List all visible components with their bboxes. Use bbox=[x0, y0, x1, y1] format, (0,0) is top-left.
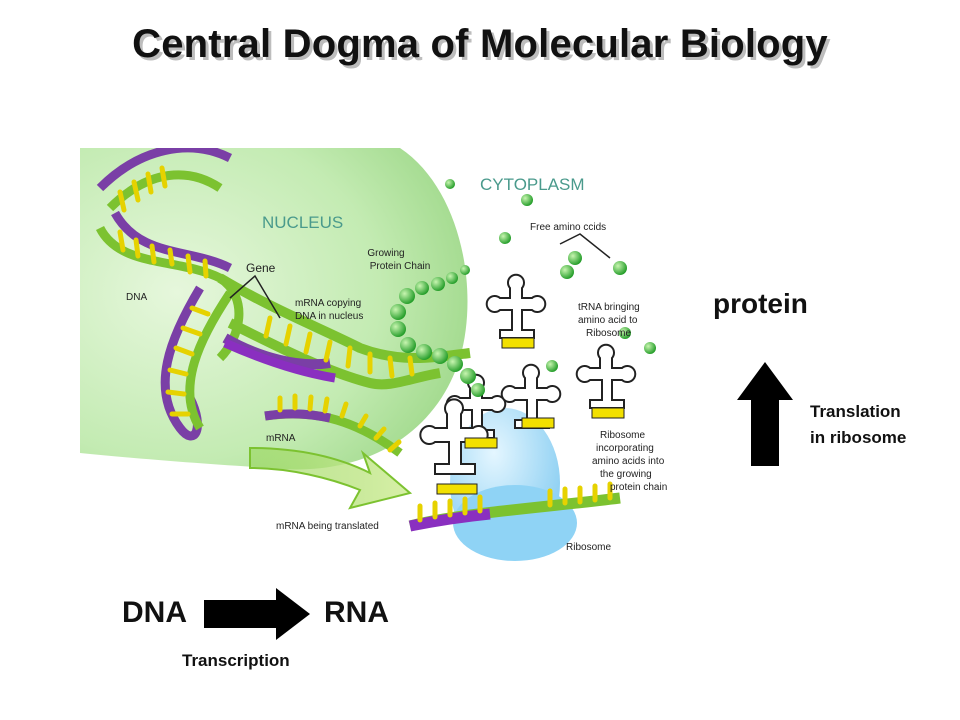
free-amino-label: Free amino ccids bbox=[530, 222, 606, 233]
mrna-translated-label: mRNA being translated bbox=[276, 521, 379, 532]
translation-label-2: in ribosome bbox=[810, 428, 907, 447]
ribosome-incorporating-label-1: Ribosome bbox=[600, 430, 645, 441]
cytoplasm-label: CYTOPLASM bbox=[480, 175, 585, 194]
ribosome-incorporating-label-5: protein chain bbox=[610, 482, 667, 493]
anticodon-bases bbox=[436, 337, 625, 495]
rna-flow-label: RNA bbox=[324, 596, 389, 629]
trna-label-1: tRNA bringing bbox=[578, 302, 640, 313]
transcription-label: Transcription bbox=[182, 651, 290, 670]
ribosome-label: Ribosome bbox=[566, 542, 611, 553]
mrna-translated bbox=[408, 481, 621, 532]
dna-flow-label: DNA bbox=[122, 596, 187, 629]
page-title: Central Dogma of Molecular Biology bbox=[132, 22, 828, 66]
protein-label: protein bbox=[713, 288, 808, 319]
ribosome-incorporating-label-3: amino acids into bbox=[592, 456, 665, 467]
trna-label-3: Ribosome bbox=[586, 328, 631, 339]
ribosome-incorporating-label-4: the growing bbox=[600, 469, 652, 480]
mrna-copy-label-2: DNA in nucleus bbox=[295, 311, 363, 322]
ribosome-incorporating-label-2: incorporating bbox=[596, 443, 654, 454]
translation-label-1: Translation bbox=[810, 402, 901, 421]
trna-molecules bbox=[419, 273, 637, 475]
growing-chain-label-1: Growing bbox=[367, 248, 404, 259]
trna-label-2: amino acid to bbox=[578, 315, 638, 326]
gene-label: Gene bbox=[246, 261, 276, 275]
growing-chain-label-2: Protein Chain bbox=[370, 261, 431, 272]
dna-label: DNA bbox=[126, 292, 147, 303]
nucleus-label: NUCLEUS bbox=[262, 213, 343, 232]
mrna-leaving bbox=[264, 393, 403, 457]
callout-lines bbox=[229, 233, 611, 319]
mrna-copy-label-1: mRNA copying bbox=[295, 298, 361, 309]
export-arrow bbox=[249, 446, 413, 510]
translation-up-arrow bbox=[737, 362, 793, 466]
transcription-right-arrow bbox=[204, 588, 310, 640]
mrna-strand-nucleus bbox=[223, 338, 336, 383]
amino-acid-beads bbox=[390, 179, 656, 397]
mrna-label: mRNA bbox=[266, 433, 296, 444]
central-dogma-illustration: CYTOPLASM NUCLEUS Gene DNA Growing Prote… bbox=[80, 148, 667, 561]
